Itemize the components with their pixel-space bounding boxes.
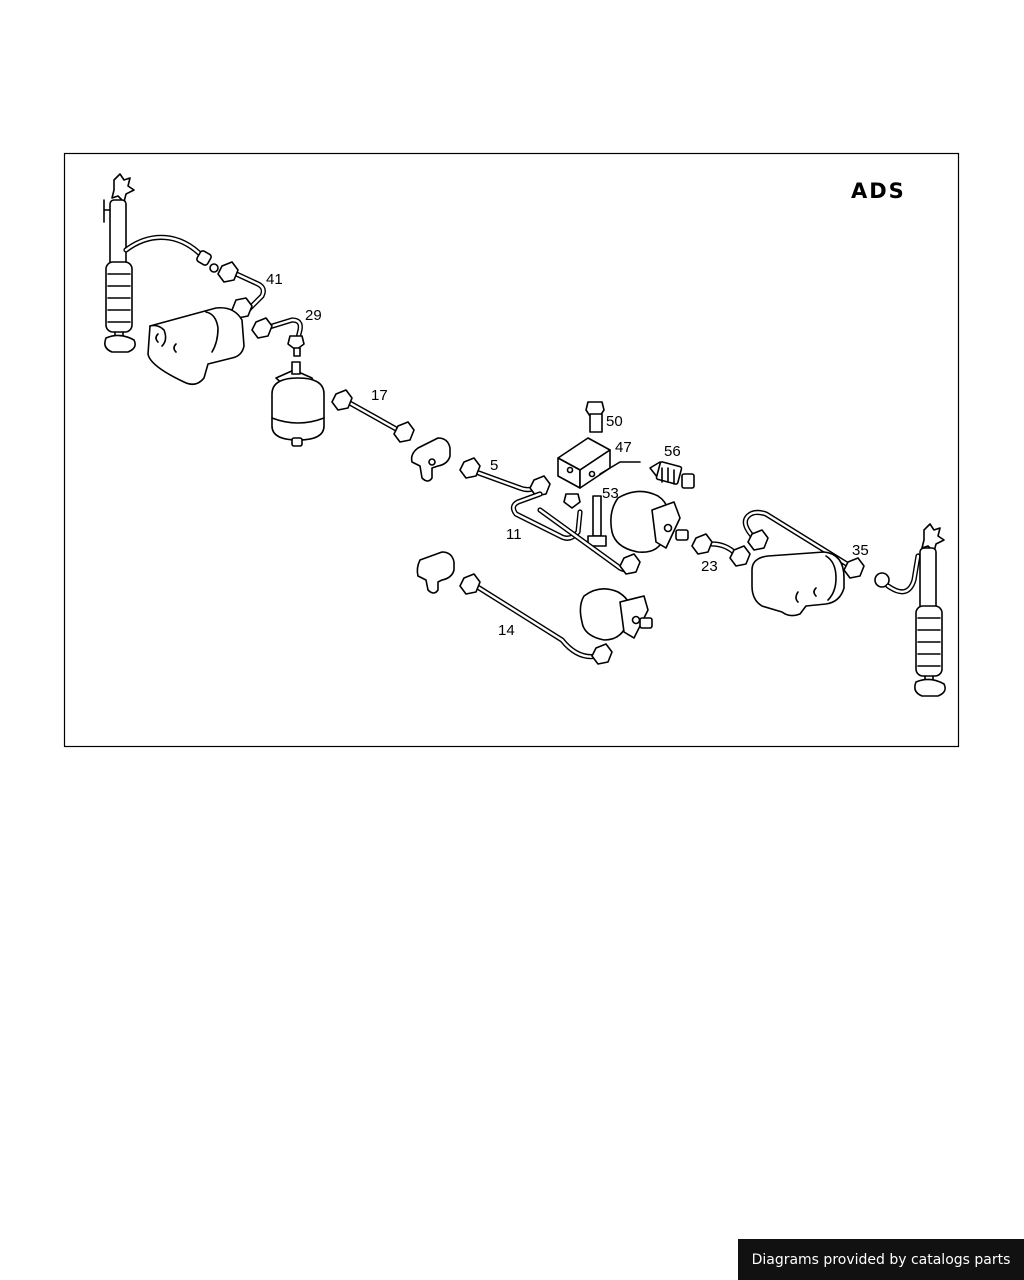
part-label-35: 35 <box>852 542 869 559</box>
part-label-56: 56 <box>664 443 681 460</box>
pipe-11[interactable] <box>510 491 641 575</box>
part-label-53: 53 <box>602 485 619 502</box>
part-label-11: 11 <box>506 526 522 543</box>
left-strut[interactable] <box>103 173 136 353</box>
bolt-50[interactable] <box>585 401 605 433</box>
right-strut[interactable] <box>914 523 946 697</box>
pipe-29[interactable] <box>251 317 305 357</box>
pipe-23[interactable] <box>691 533 751 567</box>
part-label-14: 14 <box>498 622 515 639</box>
distribution-block-47[interactable] <box>557 437 641 489</box>
bolt-53[interactable] <box>563 493 607 547</box>
pipe-5[interactable] <box>459 457 551 497</box>
center-accumulator[interactable] <box>610 490 689 554</box>
part-label-5: 5 <box>490 457 498 474</box>
pipe-35[interactable] <box>742 509 865 579</box>
left-strut-hose <box>123 234 219 273</box>
section-code: ADS <box>851 179 906 203</box>
pipe-14[interactable] <box>459 573 613 665</box>
part-label-23: 23 <box>701 558 718 575</box>
pipe-17[interactable] <box>331 389 415 443</box>
right-strut-hose <box>874 553 921 595</box>
lower-accumulator[interactable] <box>579 588 653 641</box>
credit-banner: Diagrams provided by catalogs parts <box>738 1239 1024 1280</box>
part-label-17: 17 <box>371 387 388 404</box>
diagram-frame <box>63 152 960 748</box>
right-valve-body[interactable] <box>751 551 845 617</box>
part-label-50: 50 <box>606 413 623 430</box>
tee-connector-upper[interactable] <box>410 437 451 482</box>
left-valve-body[interactable] <box>147 306 245 386</box>
part-label-41: 41 <box>266 271 283 288</box>
tee-connector-lower[interactable] <box>416 551 455 594</box>
part-label-47: 47 <box>615 439 632 456</box>
left-accumulator[interactable] <box>271 361 325 447</box>
pressure-switch-56[interactable] <box>649 461 695 489</box>
part-label-29: 29 <box>305 307 322 324</box>
